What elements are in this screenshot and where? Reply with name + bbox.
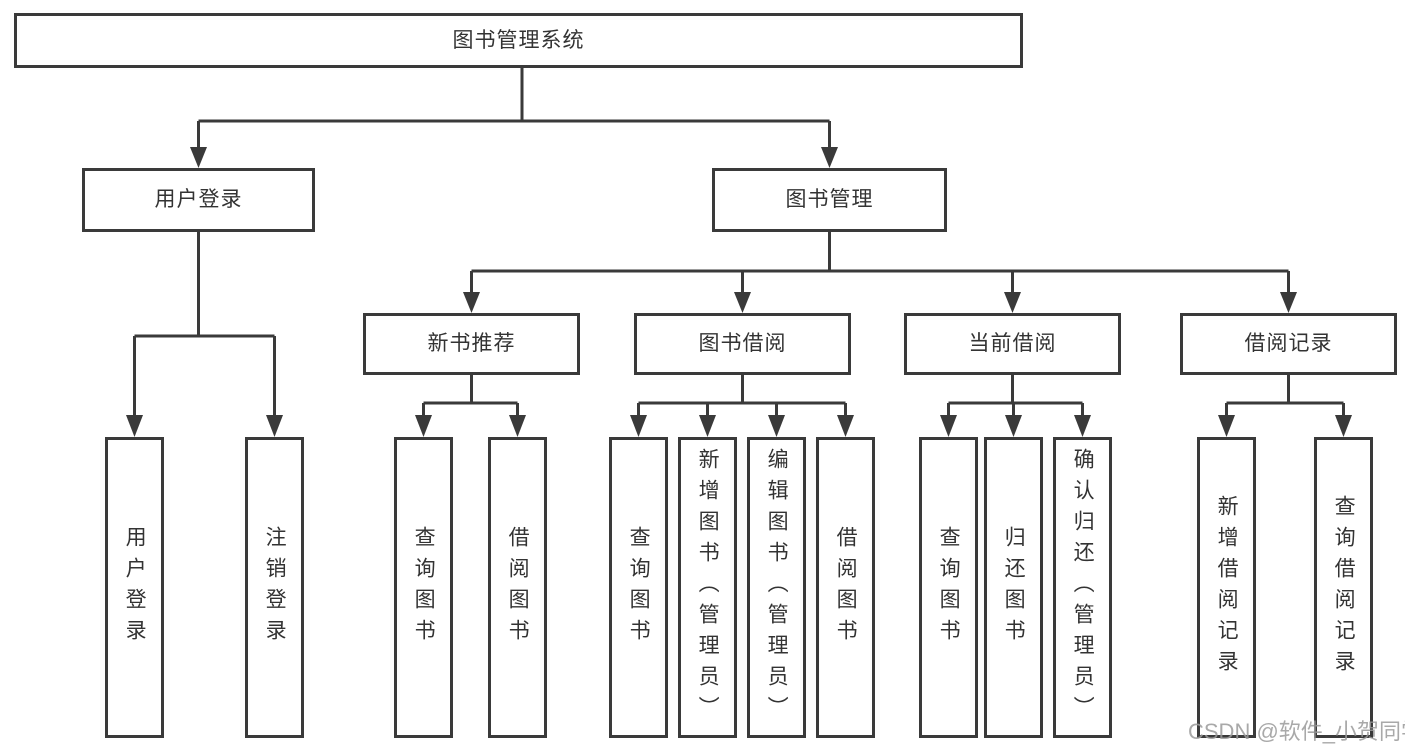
- leaf-borrow-books-recommend: 借阅图书: [488, 437, 547, 738]
- leaf-query-borrow-record: 查询借阅记录: [1314, 437, 1373, 738]
- leaf-add-books-admin: 新增图书（管理员）: [678, 437, 737, 738]
- node-user-login: 用户登录: [82, 168, 315, 232]
- leaf-query-books-recommend: 查询图书: [394, 437, 453, 738]
- node-current-borrow: 当前借阅: [904, 313, 1121, 375]
- node-system: 图书管理系统: [14, 13, 1023, 68]
- node-new-book-recommend: 新书推荐: [363, 313, 580, 375]
- node-borrow-records: 借阅记录: [1180, 313, 1397, 375]
- leaf-edit-books-admin: 编辑图书（管理员）: [747, 437, 806, 738]
- leaf-confirm-return-admin: 确认归还（管理员）: [1053, 437, 1112, 738]
- csdn-watermark: CSDN @软件_小贺同学: [1188, 719, 1405, 744]
- leaf-add-borrow-record: 新增借阅记录: [1197, 437, 1256, 738]
- leaf-return-books: 归还图书: [984, 437, 1043, 738]
- leaf-logout: 注销登录: [245, 437, 304, 738]
- leaf-user-login: 用户登录: [105, 437, 164, 738]
- node-book-borrow: 图书借阅: [634, 313, 851, 375]
- node-book-management: 图书管理: [712, 168, 947, 232]
- leaf-query-books-current: 查询图书: [919, 437, 978, 738]
- leaf-query-books-borrow: 查询图书: [609, 437, 668, 738]
- leaf-borrow-books: 借阅图书: [816, 437, 875, 738]
